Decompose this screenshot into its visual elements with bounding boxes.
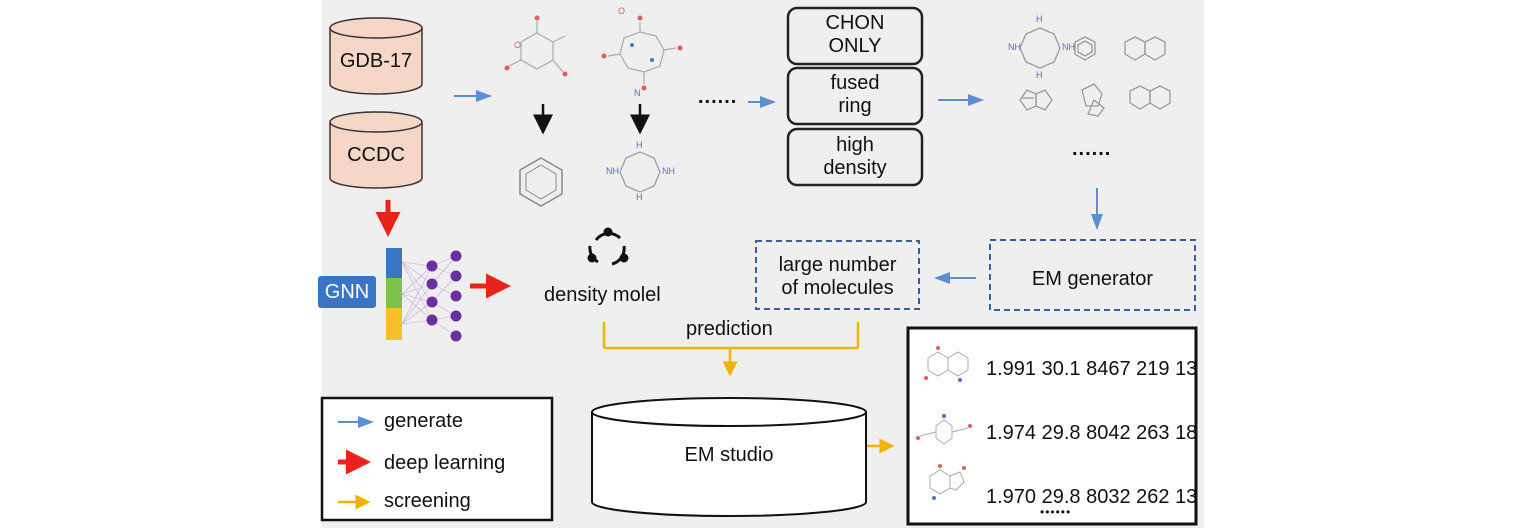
- atom-label-nh-2: NH: [1062, 42, 1075, 52]
- density-model-icon: [587, 227, 629, 266]
- em-studio-database: [591, 397, 867, 517]
- prediction-label: prediction: [686, 318, 773, 340]
- atom-label-h-1: H: [1036, 14, 1043, 24]
- atom-label-h-2: H: [1036, 70, 1043, 80]
- benzene-skeleton: [519, 157, 563, 207]
- nitro-molecule-2: [601, 15, 683, 91]
- atom-label-o-1: O: [514, 40, 522, 50]
- nitro-molecule-1: [504, 15, 568, 77]
- ellipsis-fragments: ......: [1072, 138, 1112, 160]
- atom-label-o-2: O: [618, 6, 626, 16]
- result-molecule-2: [916, 414, 972, 445]
- ccdc-label: CCDC: [347, 144, 405, 166]
- cyclic-amine-skeleton: [619, 151, 661, 193]
- result-row-3: 1.970 29.8 8032 262 13: [986, 486, 1198, 508]
- density-model-label: density molel: [544, 284, 661, 306]
- gdb17-database: [329, 17, 423, 95]
- high-density-box: [786, 127, 924, 187]
- atom-label-nh-4: NH: [662, 166, 675, 176]
- em-generator-box: [989, 239, 1196, 311]
- gdb17-label: GDB-17: [339, 50, 413, 72]
- results-box: [906, 326, 1198, 526]
- em-studio-label: EM studio: [684, 444, 774, 466]
- atom-label-h-3: H: [636, 140, 643, 150]
- gnn-feature-vector: [386, 248, 402, 340]
- ccdc-database: [329, 111, 423, 189]
- legend-deep-learning-label: deep learning: [384, 452, 506, 474]
- legend-generate-label: generate: [384, 410, 463, 432]
- result-molecule-3: [929, 464, 966, 500]
- ellipsis-middle: ......: [698, 86, 738, 108]
- result-row-1: 1.991 30.1 8467 219 13: [986, 358, 1198, 380]
- gnn-badge: GNN: [318, 276, 376, 308]
- result-molecule-1: [924, 346, 969, 382]
- atom-label-n-1: N: [634, 88, 641, 98]
- gnn-neurons: [426, 250, 462, 342]
- em-generator-label: EM generator: [1031, 268, 1154, 290]
- atom-label-nh-1: NH: [1008, 42, 1021, 52]
- atom-label-nh-3: NH: [606, 166, 619, 176]
- atom-label-h-4: H: [636, 192, 643, 202]
- chon-only-box: [786, 6, 924, 66]
- legend-screening-label: screening: [384, 490, 471, 512]
- large-number-box: [755, 240, 920, 310]
- results-more: ••••••: [1040, 505, 1072, 519]
- fragment-skeletons: [1019, 27, 1171, 117]
- result-row-2: 1.974 29.8 8042 263 18: [986, 422, 1198, 444]
- fused-ring-box: [786, 66, 924, 126]
